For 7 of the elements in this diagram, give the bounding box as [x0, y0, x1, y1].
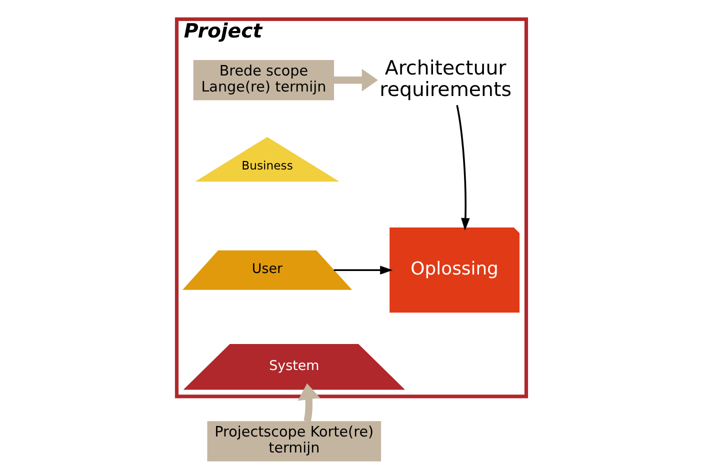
arrow [297, 383, 320, 422]
arrow [333, 68, 378, 92]
node-box: Brede scope Lange(re) termijn [192, 60, 334, 100]
node-box: Projectscope Korte(re) termijn [206, 421, 381, 462]
arrow [333, 266, 392, 274]
node-text: Architectuur requirements [379, 56, 512, 101]
arrow [456, 105, 470, 231]
